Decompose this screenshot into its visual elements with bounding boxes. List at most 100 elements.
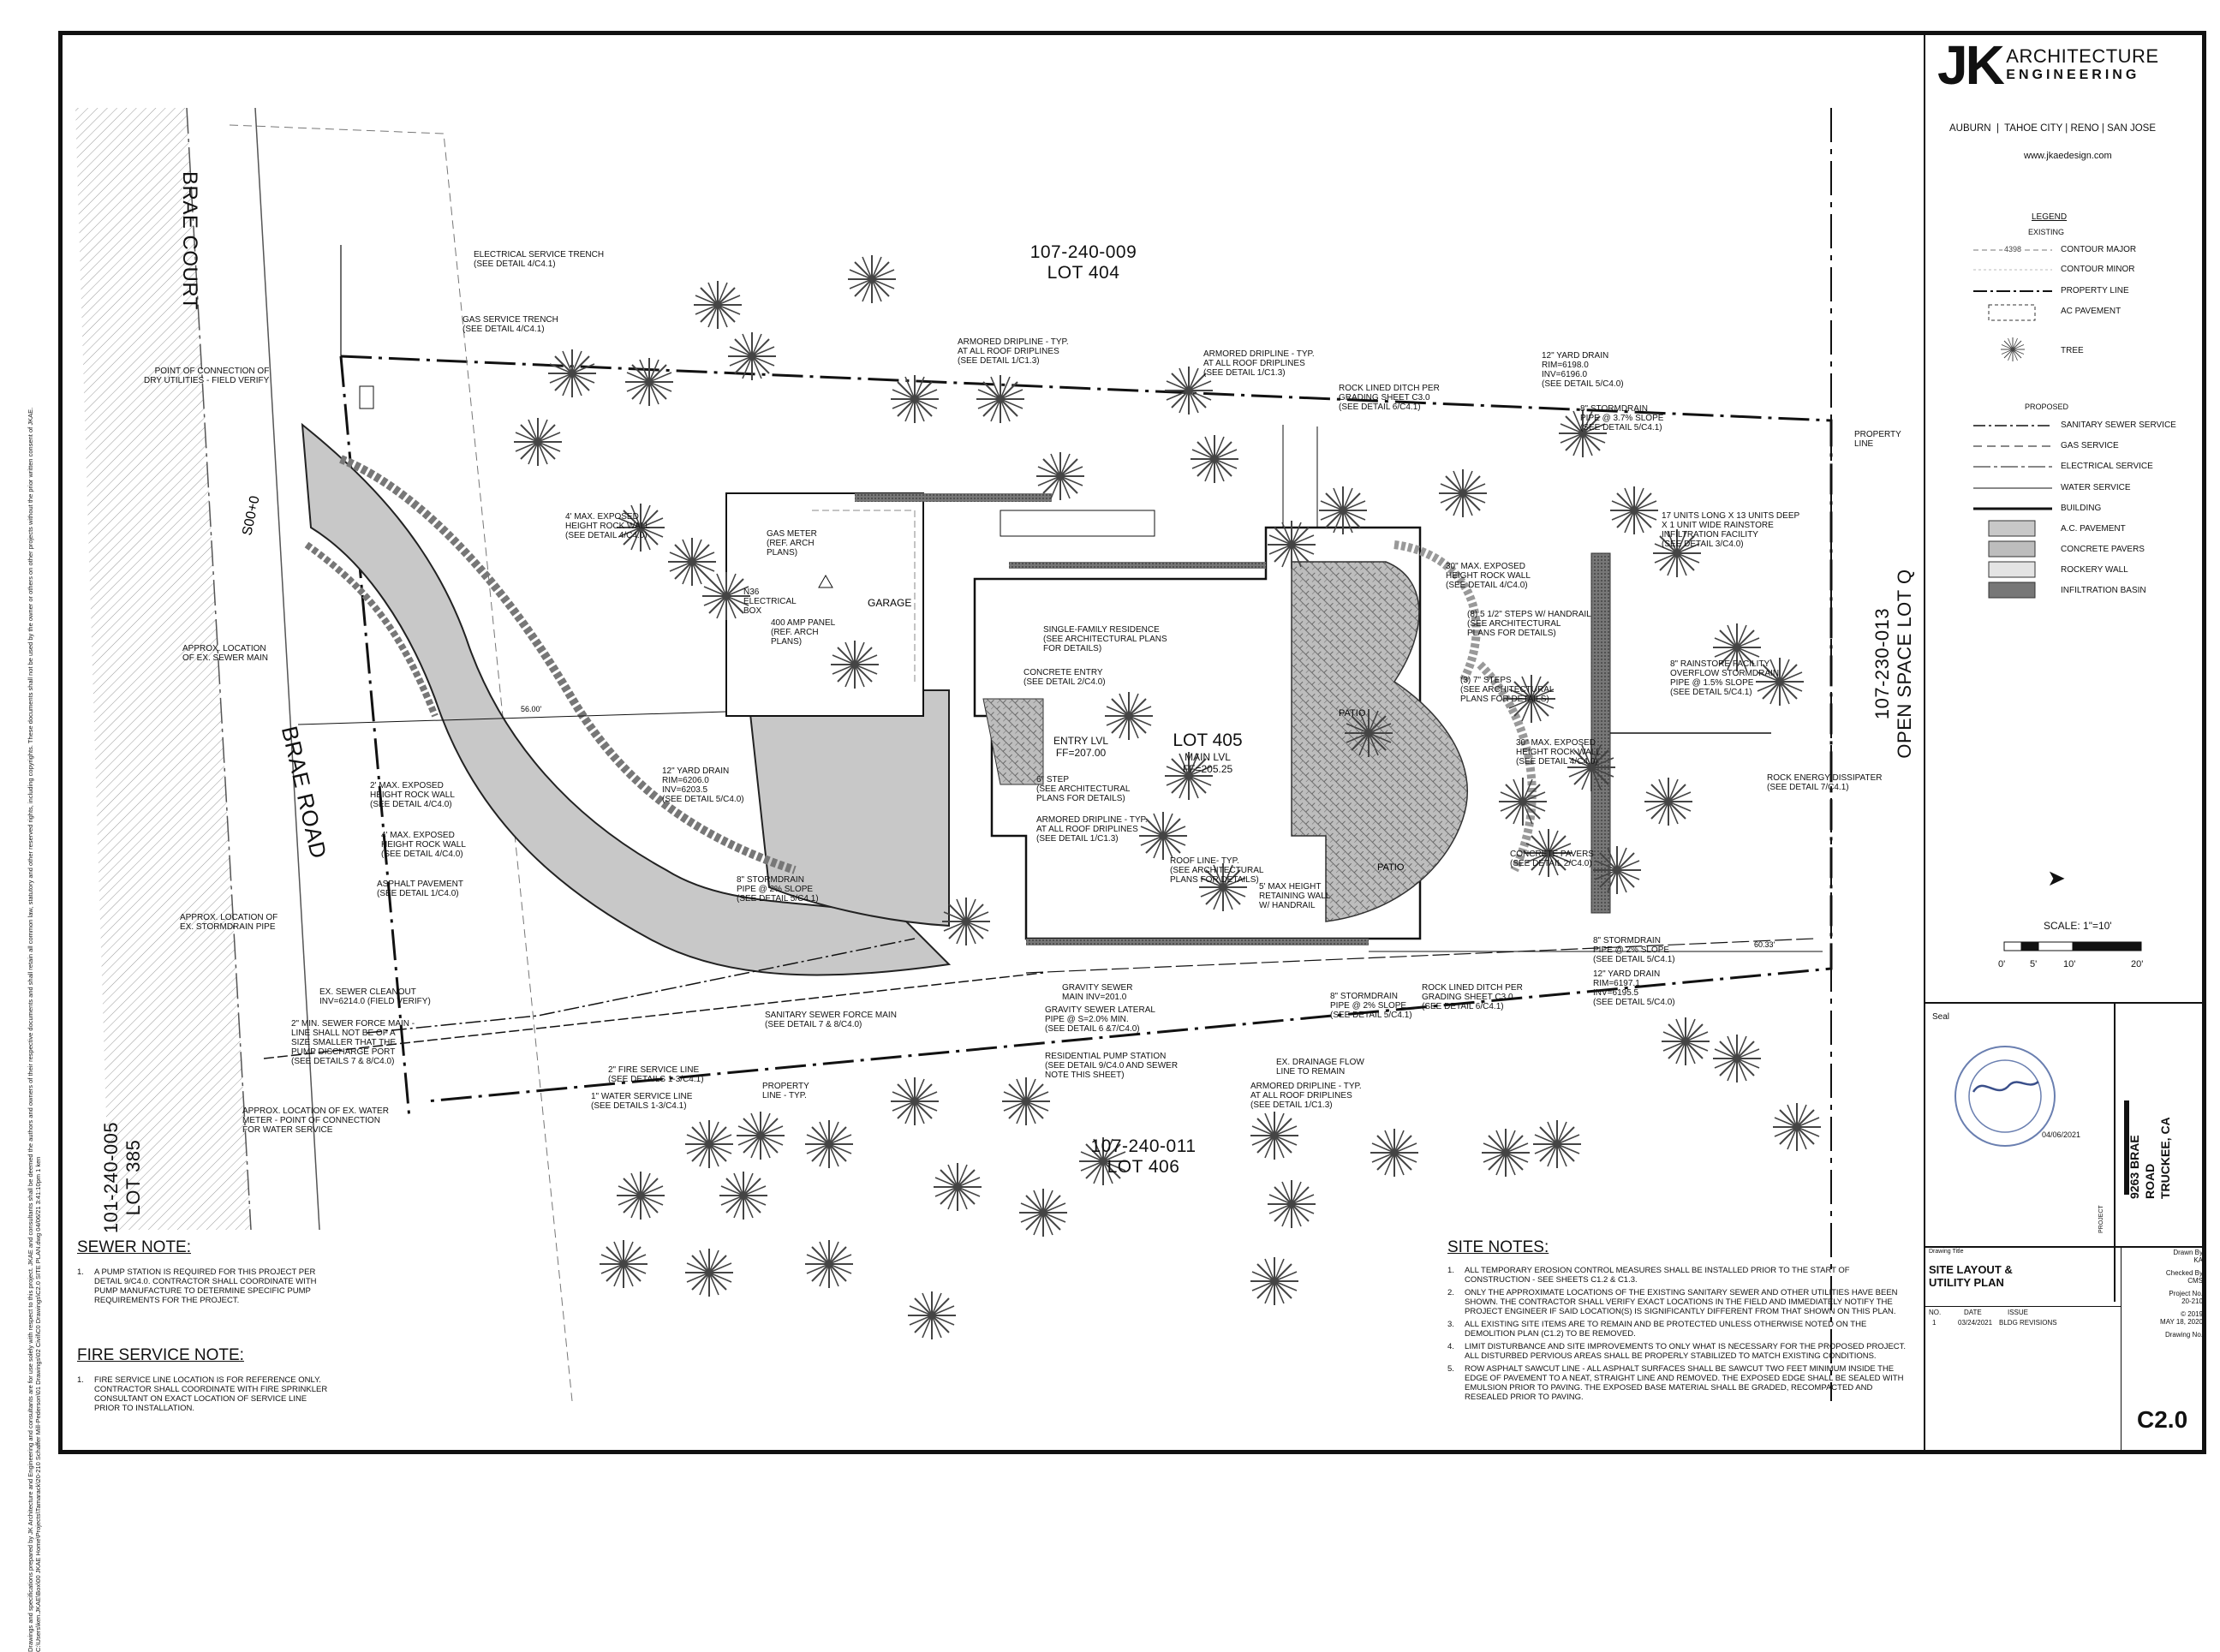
site-note-item: 2.ONLY THE APPROXIMATE LOCATIONS OF THE … [1447, 1288, 1898, 1316]
entry-level-name: ENTRY LVL [1053, 735, 1109, 747]
legend-electrical-service: ELECTRICAL SERVICE [2061, 462, 2153, 471]
callout-rock-wall-30in-b: 30" MAX. EXPOSED HEIGHT ROCK WALL (SEE D… [1516, 738, 1601, 766]
firm-logo: JK ARCHITECTURE ENGINEERING [1937, 38, 2203, 92]
fire-note-item: 1.FIRE SERVICE LINE LOCATION IS FOR REFE… [77, 1375, 328, 1413]
callout-rainstore: 17 UNITS LONG X 13 UNITS DEEP X 1 UNIT W… [1662, 511, 1800, 549]
legend-symbols: 4398 [1973, 243, 2052, 599]
rev-row-date: 03/24/2021 [1958, 1319, 1993, 1327]
callout-armored-dripline-1: ARMORED DRIPLINE - TYP. AT ALL ROOF DRIP… [958, 337, 1069, 366]
callout-rock-lined-ditch-2: ROCK LINED DITCH PER GRADING SHEET C3.0 … [1422, 983, 1523, 1011]
callout-property-line-typ: PROPERTY LINE - TYP. [762, 1082, 809, 1100]
legend-title: LEGEND [2032, 212, 2068, 222]
street-label-brae-court: BRAE COURT [178, 171, 201, 310]
lot-405-block: LOT 405 MAIN LVL FF=205.25 [1161, 731, 1255, 775]
title-block [1924, 31, 2208, 1454]
callout-stormdrain-pipe: APPROX. LOCATION OF EX. STORMDRAIN PIPE [180, 913, 278, 932]
callout-asphalt-pavement: ASPHALT PAVEMENT (SEE DETAIL 1/C4.0) [377, 880, 463, 898]
callout-steps-3: (3) 7" STEPS (SEE ARCHITECTURAL PLANS FO… [1460, 676, 1555, 704]
copyright-year: © 2019 [2181, 1310, 2203, 1318]
garage-label: GARAGE [868, 597, 911, 609]
office-tahoe-city: TAHOE CITY [2004, 123, 2063, 134]
sewer-note-title: SEWER NOTE: [77, 1238, 192, 1256]
callout-water-service: 1" WATER SERVICE LINE (SEE DETAILS 1-3/C… [591, 1092, 693, 1111]
legend-water-service: WATER SERVICE [2061, 483, 2131, 492]
callout-armored-dripline-3: ARMORED DRIPLINE - TYP. AT ALL ROOF DRIP… [1036, 815, 1148, 844]
rev-row-issue: BLDG REVISIONS [1999, 1319, 2057, 1327]
callout-single-family-residence: SINGLE-FAMILY RESIDENCE (SEE ARCHITECTUR… [1043, 625, 1167, 653]
patio-label-2: PATIO [1377, 862, 1405, 873]
firm-website[interactable]: www.jkaedesign.com [2024, 151, 2112, 161]
callout-rock-wall-4ft-b: 4' MAX. EXPOSED HEIGHT ROCK WALL (SEE DE… [381, 831, 466, 859]
callout-concrete-pavers: CONCRETE PAVERS (SEE DETAIL 2/C4.0) [1510, 850, 1594, 868]
callout-yard-drain-1: 12" YARD DRAIN RIM=6198.0 INV=6196.0 (SE… [1542, 351, 1624, 389]
lot-405-name: LOT 405 [1173, 731, 1243, 750]
project-name-line2: TRUCKEE, CA [2158, 1117, 2172, 1199]
site-plan-drawing: GARAGE PATIO PATIO 56.00' 60.33' S00+0 [75, 107, 1833, 1402]
firm-name-line1: ARCHITECTURE [2006, 45, 2159, 67]
north-arrow-icon: ➤ [2047, 865, 2066, 891]
site-notes: SITE NOTES: 1.ALL TEMPORARY EROSION CONT… [1447, 1238, 1910, 1405]
callout-concrete-entry: CONCRETE ENTRY (SEE DETAIL 2/C4.0) [1023, 668, 1106, 687]
callout-gas-meter: GAS METER (REF. ARCH PLANS) [767, 529, 817, 558]
callout-roof-line: ROOF LINE- TYP. (SEE ARCHITECTURAL PLANS… [1170, 856, 1264, 885]
callout-gravity-sewer-main: GRAVITY SEWER MAIN INV=201.0 [1062, 983, 1133, 1002]
lot-406-apn: 107-240-011 [1090, 1136, 1197, 1156]
drawing-title-label: Drawing Title [1929, 1249, 1964, 1255]
right-col: Drawn By KA Checked By CMS Project No. 2… [2124, 1249, 2203, 1339]
callout-water-meter: APPROX. LOCATION OF EX. WATER METER - PO… [242, 1106, 389, 1135]
drawing-no-label: Drawing No. [2164, 1331, 2203, 1339]
lot-405-ff: FF=205.25 [1182, 763, 1233, 775]
project-name-line1: 9263 BRAE ROAD [2128, 1135, 2157, 1199]
callout-sanitary-force-main: SANITARY SEWER FORCE MAIN (SEE DETAIL 7 … [765, 1011, 897, 1029]
callout-fire-service: 2" FIRE SERVICE LINE (SEE DETAILS 1-3/C4… [608, 1065, 704, 1084]
drawn-by-label: Drawn By [2173, 1249, 2203, 1256]
lot-406-label: 107-240-011 LOT 406 [1079, 1136, 1208, 1178]
entry-level-block: ENTRY LVL FF=207.00 [1047, 735, 1115, 759]
rev-header-no: NO. [1929, 1309, 1942, 1316]
sewer-note: SEWER NOTE: 1.A PUMP STATION IS REQUIRED… [77, 1238, 334, 1309]
sewer-note-item: 1.A PUMP STATION IS REQUIRED FOR THIS PR… [77, 1267, 317, 1305]
scale-tick-20: 20' [2131, 959, 2144, 969]
callout-sewer-main: APPROX. LOCATION OF EX. SEWER MAIN [182, 644, 269, 663]
scale-label: SCALE: 1"=10' [2044, 920, 2112, 932]
legend-proposed-label: PROPOSED [2025, 403, 2069, 411]
callout-steps-8: (8) 5 1/2" STEPS W/ HANDRAIL (SEE ARCHIT… [1467, 610, 1591, 638]
fire-note-title: FIRE SERVICE NOTE: [77, 1346, 244, 1364]
callout-pump-station: RESIDENTIAL PUMP STATION (SEE DETAIL 9/C… [1045, 1052, 1179, 1080]
callout-stormdrain-2: 8" STORMDRAIN PIPE @ 2% SLOPE (SEE DETAI… [737, 875, 819, 904]
open-space-apn: 107-230-013 [1871, 607, 1893, 720]
callout-rock-wall-4ft: 4' MAX. EXPOSED HEIGHT ROCK WALL (SEE DE… [565, 512, 650, 540]
lot-405-main: MAIN LVL [1185, 751, 1231, 763]
legend-tree: TREE [2061, 346, 2084, 355]
project-bar [2124, 1100, 2129, 1195]
legend-ac-pavement: AC PAVEMENT [2061, 307, 2122, 316]
scale-bar [2003, 941, 2142, 951]
open-space-name: OPEN SPACE LOT Q [1894, 569, 1915, 759]
scale-tick-0: 0' [1998, 959, 2006, 969]
scale-tick-5: 5' [2030, 959, 2038, 969]
callout-yard-drain-2: 12" YARD DRAIN RIM=6206.0 INV=6203.5 (SE… [662, 766, 744, 804]
legend-gas-service: GAS SERVICE [2061, 441, 2119, 450]
drawing-number: C2.0 [2137, 1406, 2188, 1433]
callout-gas-trench: GAS SERVICE TRENCH (SEE DETAIL 4/C4.1) [462, 315, 558, 334]
drawn-by-value: KA [2193, 1256, 2203, 1264]
firm-name-line2: ENGINEERING [2006, 68, 2140, 82]
legend-rockery-wall: ROCKERY WALL [2061, 565, 2128, 575]
dim-label-6: 60.33' [1754, 940, 1775, 949]
callout-electrical-trench: ELECTRICAL SERVICE TRENCH (SEE DETAIL 4/… [474, 250, 605, 269]
checked-by-label: Checked By [2165, 1269, 2203, 1277]
lot-406-name: LOT 406 [1107, 1157, 1180, 1177]
callout-sewer-force-main: 2" MIN. SEWER FORCE MAIN - LINE SHALL NO… [291, 1019, 415, 1066]
legend-building: BUILDING [2061, 504, 2102, 513]
callout-sewer-cleanout: EX. SEWER CLEANOUT INV=6214.0 (FIELD VER… [319, 987, 431, 1006]
office-reno: RENO [2070, 123, 2099, 134]
checked-by-value: CMS [2187, 1277, 2203, 1285]
callout-stormdrain-1: 8" STORMDRAIN PIPE @ 3.7% SLOPE (SEE DET… [1580, 404, 1664, 432]
office-auburn: AUBURN [1949, 123, 1991, 134]
callout-drainage-flow: EX. DRAINAGE FLOW LINE TO REMAIN [1276, 1058, 1364, 1076]
lot-404-apn: 107-240-009 [1029, 242, 1137, 262]
project-no-value: 20-210 [2181, 1297, 2203, 1305]
callout-overflow-stormdrain: 8" RAINSTORE FACILITY OVERFLOW STORMDRAI… [1670, 659, 1780, 697]
copyright-text: Drawings and specifications prepared by … [27, 407, 34, 1652]
office-list: AUBURN | TAHOE CITY | RENO | SAN JOSE [1949, 123, 2156, 134]
